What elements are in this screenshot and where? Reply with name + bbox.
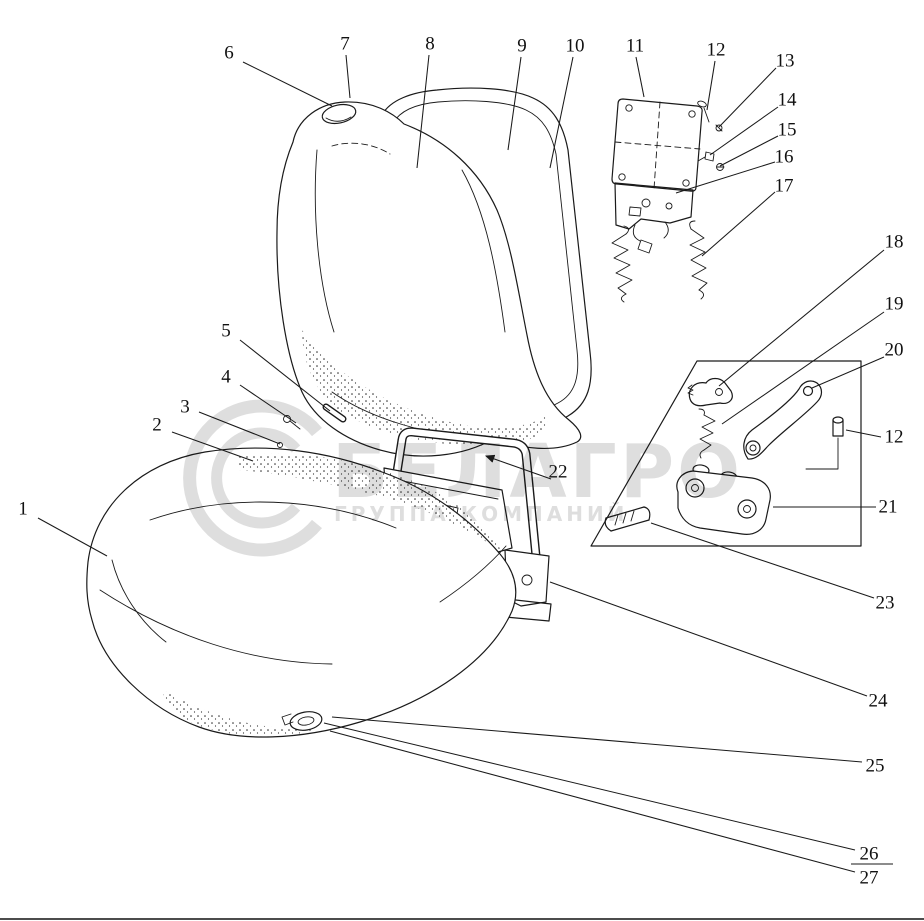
backrest-mount-mechanism (611, 98, 725, 303)
leader-line-24 (549, 581, 868, 697)
screw-12 (697, 100, 710, 123)
leader-line-15 (719, 135, 779, 167)
callout-label-5: 5 (221, 321, 231, 342)
callout-label-11: 11 (626, 36, 644, 57)
leader-line-19 (721, 311, 885, 425)
watermark: БЕЛАГРО ГРУППА КОМПАНИЙ (183, 399, 743, 557)
callout-label-3: 3 (180, 397, 190, 418)
callout-label-1: 1 (18, 499, 28, 520)
callout-label-25: 25 (866, 756, 885, 777)
seat-backrest-cushion (276, 101, 582, 457)
callout-label-15: 15 (778, 120, 797, 141)
leader-line-18 (718, 249, 885, 387)
callout-label-19: 19 (885, 294, 904, 315)
callout-label-8: 8 (425, 34, 435, 55)
nut-13 (715, 124, 723, 132)
cam-part-18 (687, 377, 733, 407)
callout-label-6: 6 (224, 43, 234, 64)
leader-line-22 (485, 454, 552, 480)
callout-label-9: 9 (517, 36, 527, 57)
leader-line-2 (171, 431, 254, 462)
latch-bracket (614, 182, 694, 230)
callout-label-26: 26 (860, 844, 879, 865)
leader-line-6 (242, 61, 333, 107)
leader-line-25 (331, 716, 863, 763)
leader-line-11 (635, 56, 645, 98)
parts-box (590, 360, 862, 547)
leader-line-12 (706, 60, 716, 111)
bolt-14 (697, 151, 715, 162)
leader-line-10 (549, 56, 574, 169)
callout-label-12: 12 (707, 40, 726, 61)
leader-line-3 (198, 411, 281, 445)
washer-15 (716, 163, 725, 171)
leader-line-27 (329, 730, 856, 873)
callout-label-27: 27 (860, 868, 879, 889)
callout-label-16: 16 (775, 147, 794, 168)
leader-line-1 (37, 517, 108, 557)
leader-line-26 (323, 722, 856, 851)
roller-bracket-21 (676, 464, 771, 535)
watermark-subtext: ГРУППА КОМПАНИЙ (334, 502, 628, 526)
callout-label-4: 4 (221, 367, 231, 388)
pin-part-23 (604, 506, 651, 532)
spring-left (611, 225, 633, 303)
leader-line-13 (718, 67, 777, 128)
spring-right (689, 220, 708, 300)
callout-label-7: 7 (340, 34, 350, 55)
leader-line-5 (239, 339, 331, 412)
small-spring-19 (698, 408, 716, 459)
callout-label-13: 13 (776, 51, 795, 72)
callout-label-21: 21 (879, 497, 898, 518)
leader-line-23 (650, 522, 875, 599)
cushion-handle (281, 711, 323, 731)
watermark-logo-inner (211, 427, 301, 529)
callout-label-23: 23 (876, 593, 895, 614)
leader-line-17 (701, 191, 776, 257)
mount-plate (611, 98, 703, 192)
callout-label-20: 20 (885, 340, 904, 361)
callout-label-12: 12 (885, 427, 904, 448)
leader-line-16 (675, 161, 776, 194)
callout-label-22: 22 (549, 462, 568, 483)
leader-line-4 (239, 384, 297, 424)
callout-label-2: 2 (152, 415, 162, 436)
leader-line-12 (845, 429, 882, 438)
callout-label-18: 18 (885, 232, 904, 253)
callout-label-24: 24 (869, 691, 889, 712)
watermark-logo-icon (183, 399, 322, 557)
leader-line-20 (811, 356, 885, 389)
leader-line-8 (416, 54, 430, 169)
leader-line-9 (507, 56, 522, 151)
leader-lines (37, 54, 885, 873)
pin-part-12 (805, 416, 844, 470)
callout-label-14: 14 (778, 90, 798, 111)
callout-label-10: 10 (566, 36, 585, 57)
callout-label-17: 17 (775, 176, 794, 197)
leader-line-14 (709, 106, 779, 156)
watermark-text: БЕЛАГРО (332, 429, 743, 515)
leader-line-7 (345, 54, 351, 99)
lever-part-20 (743, 380, 823, 460)
seat-cushion (86, 447, 517, 738)
